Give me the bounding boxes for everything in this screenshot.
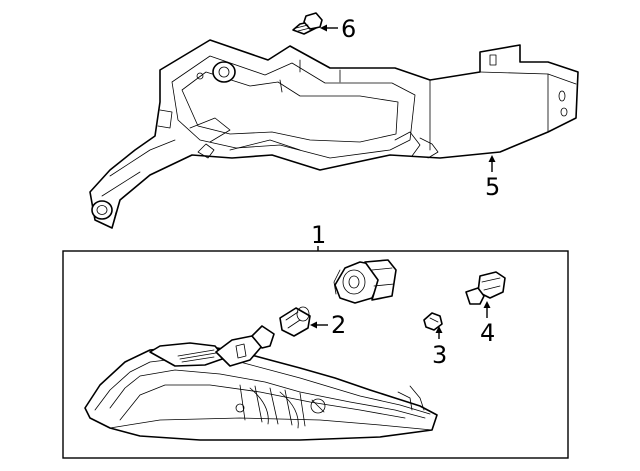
callout-4: 4 xyxy=(480,301,495,347)
callout-1: 1 xyxy=(311,221,326,251)
small-bulb-part-3[interactable] xyxy=(423,312,443,331)
callout-label-4: 4 xyxy=(480,319,495,347)
fog-lamp-housing-part-1[interactable] xyxy=(84,325,438,441)
bulb-socket-large[interactable] xyxy=(333,259,397,304)
callout-label-5: 5 xyxy=(485,173,500,201)
callout-3: 3 xyxy=(432,326,447,369)
mounting-bracket-part-5[interactable] xyxy=(89,39,579,229)
callout-label-6: 6 xyxy=(341,15,356,43)
assembly-frame xyxy=(62,250,569,459)
callout-label-1: 1 xyxy=(311,221,326,249)
bolt-part-6[interactable] xyxy=(292,12,323,35)
callout-5: 5 xyxy=(485,155,500,201)
socket-part-4[interactable] xyxy=(465,271,506,305)
callout-label-2: 2 xyxy=(331,311,346,339)
bulb-part-2[interactable] xyxy=(279,306,311,337)
callout-6: 6 xyxy=(320,15,356,43)
callout-2: 2 xyxy=(310,311,346,339)
callout-label-3: 3 xyxy=(432,341,447,369)
